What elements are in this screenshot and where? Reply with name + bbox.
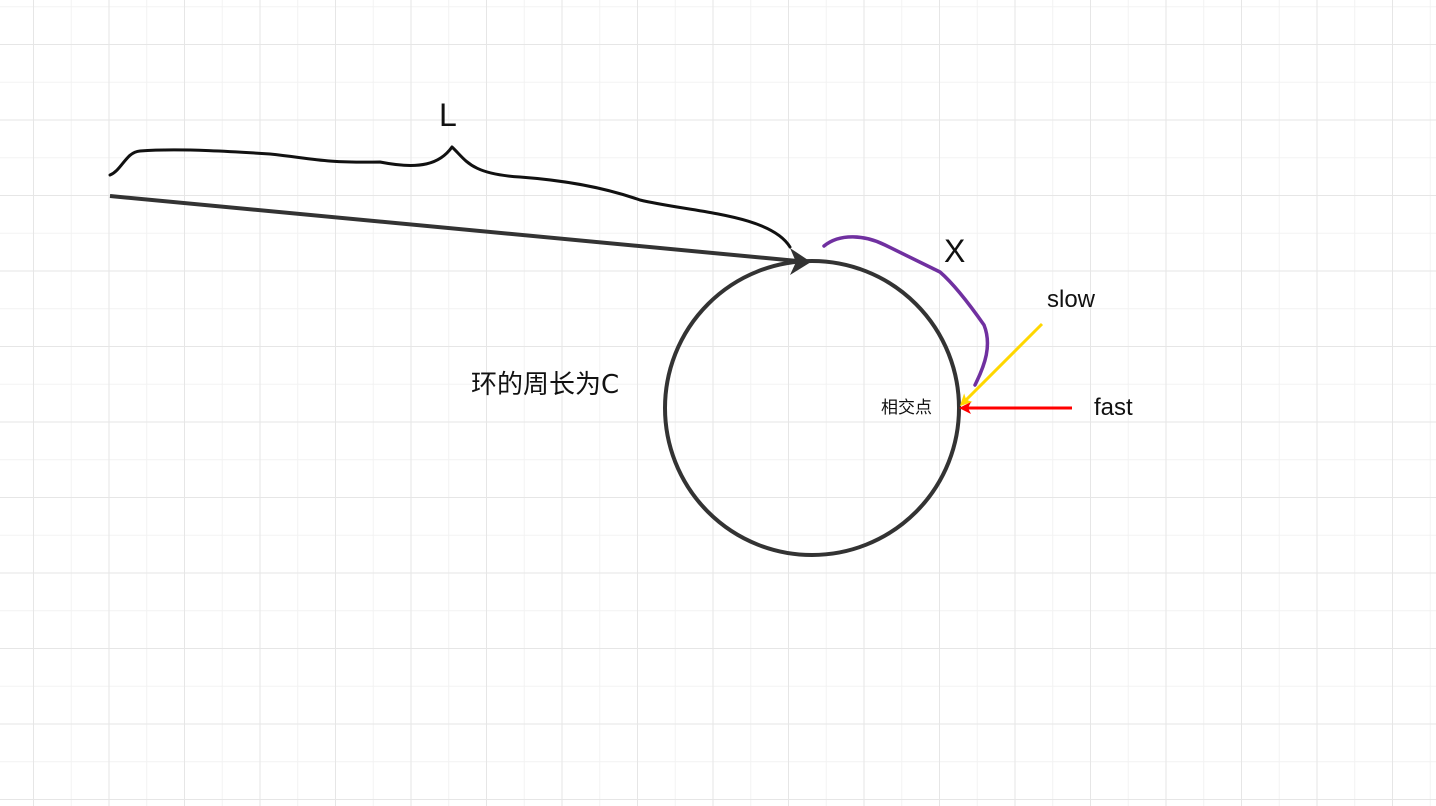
slow-pointer-arrow <box>959 322 1044 407</box>
slow-pointer-label: slow <box>1047 286 1096 313</box>
offset-arc <box>822 235 990 387</box>
tail-length-label: L <box>439 97 457 133</box>
tail-length-brace <box>108 145 792 249</box>
tail-path-arrow <box>109 194 810 267</box>
cycle-circumference-label: 环的周长为C <box>471 370 620 400</box>
fast-pointer-label: fast <box>1094 394 1133 421</box>
meet-offset-label: X <box>944 233 966 269</box>
meeting-point-label: 相交点 <box>881 398 932 418</box>
